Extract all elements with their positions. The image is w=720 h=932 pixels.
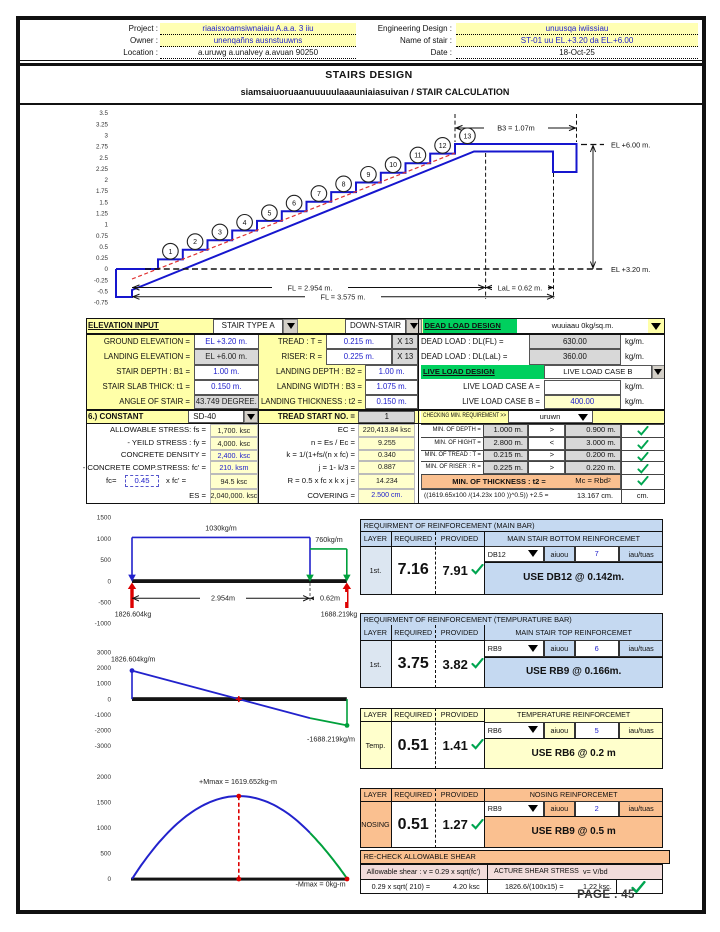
svg-text:1.25: 1.25 [96, 211, 109, 218]
svg-text:13: 13 [464, 133, 472, 140]
svg-text:EL +3.20 m.: EL +3.20 m. [611, 265, 650, 274]
svg-text:1000: 1000 [97, 825, 112, 832]
svg-text:0.5: 0.5 [99, 244, 108, 251]
svg-text:4: 4 [243, 220, 247, 227]
svg-text:-Mmax = 0kg-m: -Mmax = 0kg-m [295, 880, 345, 889]
svg-text:5: 5 [267, 210, 271, 217]
svg-text:-2000: -2000 [95, 728, 112, 735]
svg-text:0.25: 0.25 [96, 255, 109, 262]
svg-text:-0.5: -0.5 [97, 289, 108, 296]
svg-text:LaL = 0.62 m.: LaL = 0.62 m. [498, 283, 543, 292]
svg-text:8: 8 [342, 182, 346, 189]
svg-text:2.954m: 2.954m [211, 594, 235, 603]
svg-text:3: 3 [105, 133, 109, 140]
svg-text:FL = 3.575 m.: FL = 3.575 m. [321, 293, 366, 302]
svg-text:2: 2 [193, 239, 197, 246]
svg-text:11: 11 [414, 153, 421, 160]
svg-text:10: 10 [389, 162, 397, 169]
svg-text:2.75: 2.75 [96, 144, 109, 151]
svg-text:1000: 1000 [97, 536, 112, 543]
svg-text:12: 12 [439, 143, 447, 150]
svg-text:B3 = 1.07m: B3 = 1.07m [497, 124, 535, 133]
svg-text:0: 0 [107, 578, 111, 585]
svg-text:-1000: -1000 [95, 621, 112, 628]
svg-text:3: 3 [218, 230, 222, 237]
svg-text:1: 1 [168, 249, 172, 256]
svg-text:1826.604kg: 1826.604kg [115, 612, 152, 619]
svg-text:6: 6 [292, 201, 296, 208]
svg-text:2: 2 [105, 177, 109, 184]
svg-text:-0.25: -0.25 [94, 277, 109, 284]
svg-text:-500: -500 [98, 600, 111, 607]
svg-text:2.25: 2.25 [96, 166, 109, 173]
svg-text:+Mmax = 1619.652kg-m: +Mmax = 1619.652kg-m [199, 777, 277, 786]
svg-text:1826.604kg/m: 1826.604kg/m [111, 657, 156, 664]
svg-text:1030kg/m: 1030kg/m [205, 524, 237, 533]
svg-text:EL +6.00 m.: EL +6.00 m. [611, 141, 650, 150]
svg-text:9: 9 [366, 172, 370, 179]
svg-text:500: 500 [100, 557, 111, 564]
svg-text:1688.219kg: 1688.219kg [321, 612, 358, 619]
svg-text:760kg/m: 760kg/m [315, 535, 343, 544]
svg-text:1.5: 1.5 [99, 199, 108, 206]
svg-text:0: 0 [105, 266, 109, 273]
svg-text:FL = 2.954 m.: FL = 2.954 m. [288, 283, 333, 292]
svg-text:1: 1 [105, 222, 109, 229]
svg-text:0: 0 [107, 696, 111, 703]
svg-text:2.5: 2.5 [99, 155, 108, 162]
svg-text:7: 7 [317, 191, 321, 198]
svg-text:-0.75: -0.75 [94, 300, 109, 307]
svg-text:0: 0 [107, 876, 111, 883]
svg-text:-1688.219kg/m: -1688.219kg/m [307, 735, 355, 744]
svg-text:2000: 2000 [97, 774, 112, 781]
svg-text:-3000: -3000 [95, 743, 112, 750]
svg-text:1500: 1500 [97, 799, 112, 806]
svg-text:-1000: -1000 [95, 712, 112, 719]
svg-text:3000: 3000 [97, 650, 112, 657]
svg-text:500: 500 [100, 851, 111, 858]
svg-text:3.5: 3.5 [99, 110, 108, 117]
svg-text:2000: 2000 [97, 665, 112, 672]
svg-text:1000: 1000 [97, 681, 112, 688]
svg-text:1500: 1500 [97, 515, 112, 522]
svg-text:3.25: 3.25 [96, 121, 109, 128]
svg-text:0.62m: 0.62m [320, 594, 340, 603]
svg-text:0.75: 0.75 [96, 233, 109, 240]
svg-text:1.75: 1.75 [96, 188, 109, 195]
